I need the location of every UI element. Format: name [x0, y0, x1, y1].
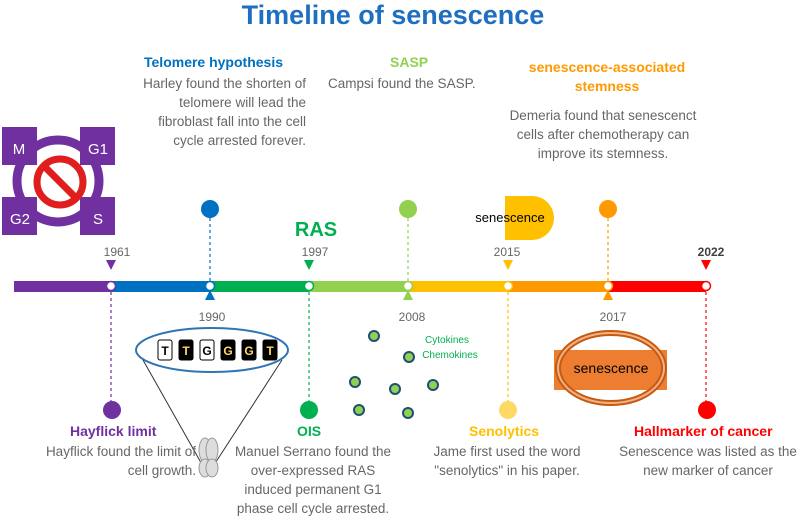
year-1990: 1990	[199, 310, 226, 324]
hallmark-title: Hallmarker of cancer	[634, 423, 773, 439]
dot-telomere	[201, 200, 219, 218]
telomere-letter: T	[266, 344, 274, 358]
senolytics-desc: Jame first used the word "senolytics" in…	[433, 444, 581, 478]
cytokines-label: Cytokines	[425, 335, 469, 346]
ouroboros-graphic: senescence	[554, 330, 667, 406]
event-dots	[103, 200, 716, 419]
prohibition-icon	[33, 155, 87, 209]
telomere-box	[199, 339, 215, 361]
dot-hayflick	[103, 401, 121, 419]
ras-label: RAS	[295, 219, 337, 241]
hayflick-desc: Hayflick found the limit of cell growth.	[45, 444, 196, 478]
timeline-bar	[14, 281, 706, 292]
svg-text:G2: G2	[10, 211, 30, 228]
stemness-desc: Demeria found that senescenct cells afte…	[509, 108, 697, 161]
year-1997: 1997	[302, 245, 329, 259]
telomere-letter: G	[202, 344, 211, 358]
chemokines-label: Chemokines	[422, 350, 478, 361]
svg-text:senescence: senescence	[475, 210, 544, 225]
dot-hallmark	[698, 401, 716, 419]
year-markers	[106, 260, 711, 300]
senescence-badge: senescence	[475, 196, 554, 240]
cell-cycle-graphic: M G1 G2 S	[2, 127, 115, 235]
telomere-box	[157, 339, 173, 361]
svg-text:senescence: senescence	[574, 360, 649, 376]
telomere-box	[178, 339, 194, 361]
telomere-letter: G	[223, 344, 232, 358]
dot-senolytics	[499, 401, 517, 419]
telomere-box	[220, 339, 236, 361]
dot-ois	[300, 401, 318, 419]
chromosome-icon	[198, 437, 219, 478]
svg-text:S: S	[93, 211, 103, 228]
sasp-title: SASP	[390, 54, 429, 70]
year-2022: 2022	[698, 245, 725, 259]
svg-text:M: M	[13, 141, 26, 158]
diagram-title: Timeline of senescence	[242, 0, 545, 30]
dot-stemness	[599, 200, 617, 218]
sasp-desc: Campsi found the SASP.	[328, 76, 476, 91]
cytokine-dots	[349, 330, 439, 419]
hallmark-desc: Senescence was listed as the new marker …	[619, 444, 797, 478]
telomere-letter: G	[244, 344, 253, 358]
dot-sasp	[399, 200, 417, 218]
ois-title: OIS	[297, 423, 322, 439]
year-2008: 2008	[399, 310, 426, 324]
telomere-title: Telomere hypothesis	[144, 54, 284, 70]
telomere-letter: T	[161, 344, 169, 358]
hayflick-title: Hayflick limit	[70, 423, 157, 439]
stemness-title: senescence-associated stemness	[528, 59, 686, 94]
telomere-box	[241, 339, 257, 361]
connectors	[110, 218, 707, 402]
telomere-box	[262, 339, 278, 361]
senolytics-title: Senolytics	[469, 423, 540, 439]
telomere-desc: Harley found the shorten of telomere wil…	[143, 76, 306, 148]
year-2017: 2017	[600, 310, 627, 324]
svg-text:G1: G1	[88, 141, 108, 158]
ois-desc: Manuel Serrano found the over-expressed …	[234, 444, 392, 516]
year-1961: 1961	[104, 245, 131, 259]
telomere-letter: T	[182, 344, 190, 358]
year-2015: 2015	[494, 245, 521, 259]
